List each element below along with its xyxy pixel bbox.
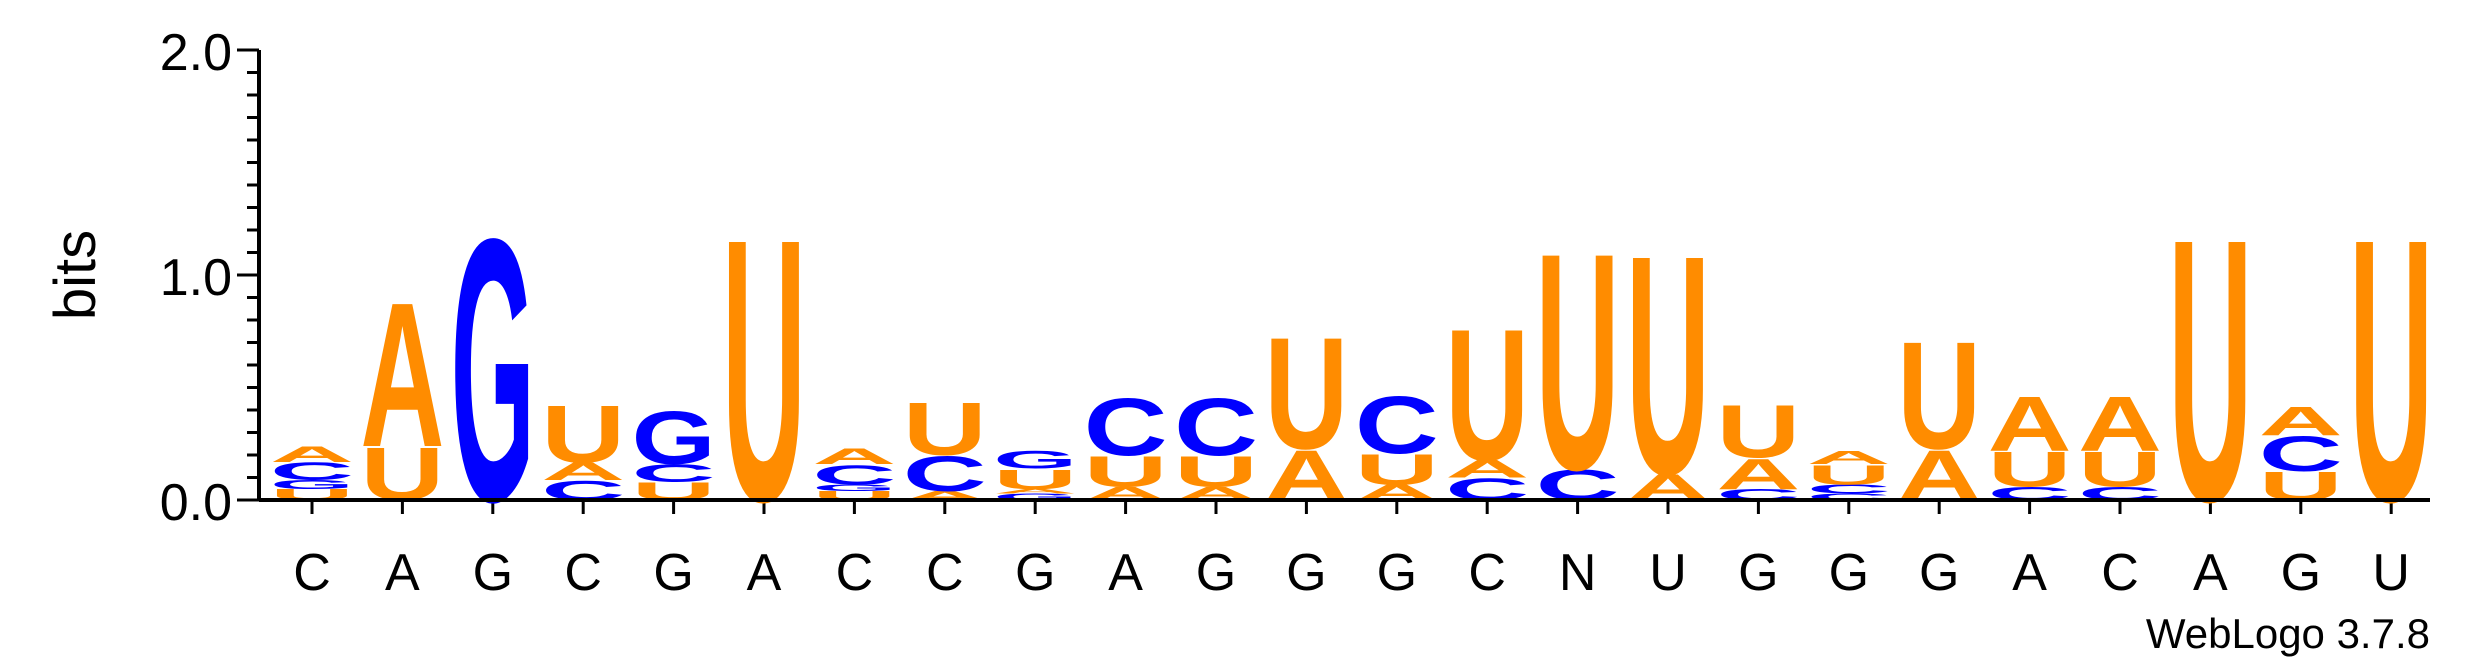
logo-letter-G: G <box>451 162 535 581</box>
x-tick-label: G <box>1286 544 1326 602</box>
logo-letter-C: C <box>812 459 896 491</box>
logo-letter-A: A <box>541 457 625 485</box>
x-tick-label: G <box>1919 544 1959 602</box>
logo-letter-C: C <box>632 459 716 487</box>
logo-letter-A: A <box>812 444 896 469</box>
logo-letter-C: C <box>1807 492 1891 502</box>
logo-letter-C: C <box>1807 482 1891 496</box>
logo-letter-C: C <box>270 457 354 485</box>
x-tick-label: C <box>2101 544 2139 602</box>
logo-letter-U: U <box>541 389 625 480</box>
logo-letter-A: A <box>270 442 354 467</box>
x-tick-label: A <box>747 544 782 602</box>
logo-letter-U: U <box>1174 447 1258 496</box>
x-tick-label: A <box>2193 544 2228 602</box>
x-tick-label: C <box>293 544 331 602</box>
logo-letter-U: U <box>1897 310 1981 481</box>
logo-letter-U: U <box>993 463 1077 495</box>
weblogo-footer: WebLogo 3.7.8 <box>2146 610 2430 657</box>
logo-letter-G: G <box>993 446 1077 474</box>
y-axis-label: bits <box>43 230 108 320</box>
logo-letter-U: U <box>1536 188 1620 535</box>
x-tick-label: C <box>1468 544 1506 602</box>
x-tick-label: A <box>385 544 420 602</box>
x-tick-label: C <box>836 544 874 602</box>
logo-letter-A: A <box>1988 380 2072 468</box>
logo-letter-C: C <box>1174 382 1258 473</box>
x-tick-label: C <box>564 544 602 602</box>
logo-letter-U: U <box>2168 161 2252 580</box>
logo-letter-U: U <box>1084 447 1168 496</box>
x-tick-label: G <box>1015 544 1055 602</box>
x-tick-label: G <box>473 544 513 602</box>
logo-letter-U: U <box>1626 191 1710 540</box>
logo-letter-A: A <box>1897 435 1981 515</box>
logo-letter-G: G <box>632 396 716 480</box>
x-tick-label: U <box>2372 544 2410 602</box>
y-tick-label-0: 0.0 <box>160 474 232 532</box>
y-ticks <box>237 48 259 502</box>
logo-letter-C: C <box>2259 426 2343 482</box>
x-tick-label: A <box>1108 544 1143 602</box>
logo-letter-G: G <box>993 492 1077 502</box>
logo-letter-C: C <box>1355 380 1439 471</box>
logo-letter-C: C <box>1084 382 1168 473</box>
logo-letter-C: C <box>903 446 987 502</box>
x-tick-label: G <box>653 544 693 602</box>
logo-letter-A: A <box>2078 380 2162 468</box>
logo-letter-U: U <box>1807 459 1891 491</box>
logo-letter-U: U <box>2349 161 2433 580</box>
logo-letter-G: G <box>270 478 354 492</box>
y-tick-label-1: 1.0 <box>160 249 232 307</box>
y-tick-labels: 0.0 1.0 2.0 <box>160 24 232 532</box>
logo-letter-A: A <box>1716 449 1800 498</box>
logo-letter-U: U <box>360 432 444 516</box>
logo-letter-U: U <box>903 387 987 471</box>
x-tick-label: A <box>2012 544 2047 602</box>
logo-letter-A: A <box>1264 435 1348 515</box>
logo-letter-A: A <box>1445 455 1529 483</box>
logo-letter-A: A <box>2259 398 2343 443</box>
x-tick-label: G <box>1738 544 1778 602</box>
logo-letter-A: A <box>360 260 444 490</box>
logo-letter-U: U <box>1445 291 1529 500</box>
logo-letter-U: U <box>1716 389 1800 473</box>
y-tick-label-2: 2.0 <box>160 24 232 82</box>
logo-letter-U: U <box>1355 444 1439 493</box>
x-tick-label: U <box>1649 544 1687 602</box>
logo-letter-G: G <box>812 483 896 493</box>
logo-letter-U: U <box>1264 304 1348 482</box>
logo-letter-A: A <box>1807 447 1891 468</box>
x-tick-label: G <box>1829 544 1869 602</box>
x-tick-label: G <box>2281 544 2321 602</box>
x-tick-label: G <box>1377 544 1417 602</box>
x-tick-label: C <box>926 544 964 602</box>
logo-letter-U: U <box>722 161 806 580</box>
x-tick-label: G <box>1196 544 1236 602</box>
logo-letter-U: U <box>1988 441 2072 497</box>
logo-letter-U: U <box>2078 441 2162 497</box>
logo-letter-A: A <box>993 488 1077 495</box>
x-tick-label: N <box>1559 544 1597 602</box>
